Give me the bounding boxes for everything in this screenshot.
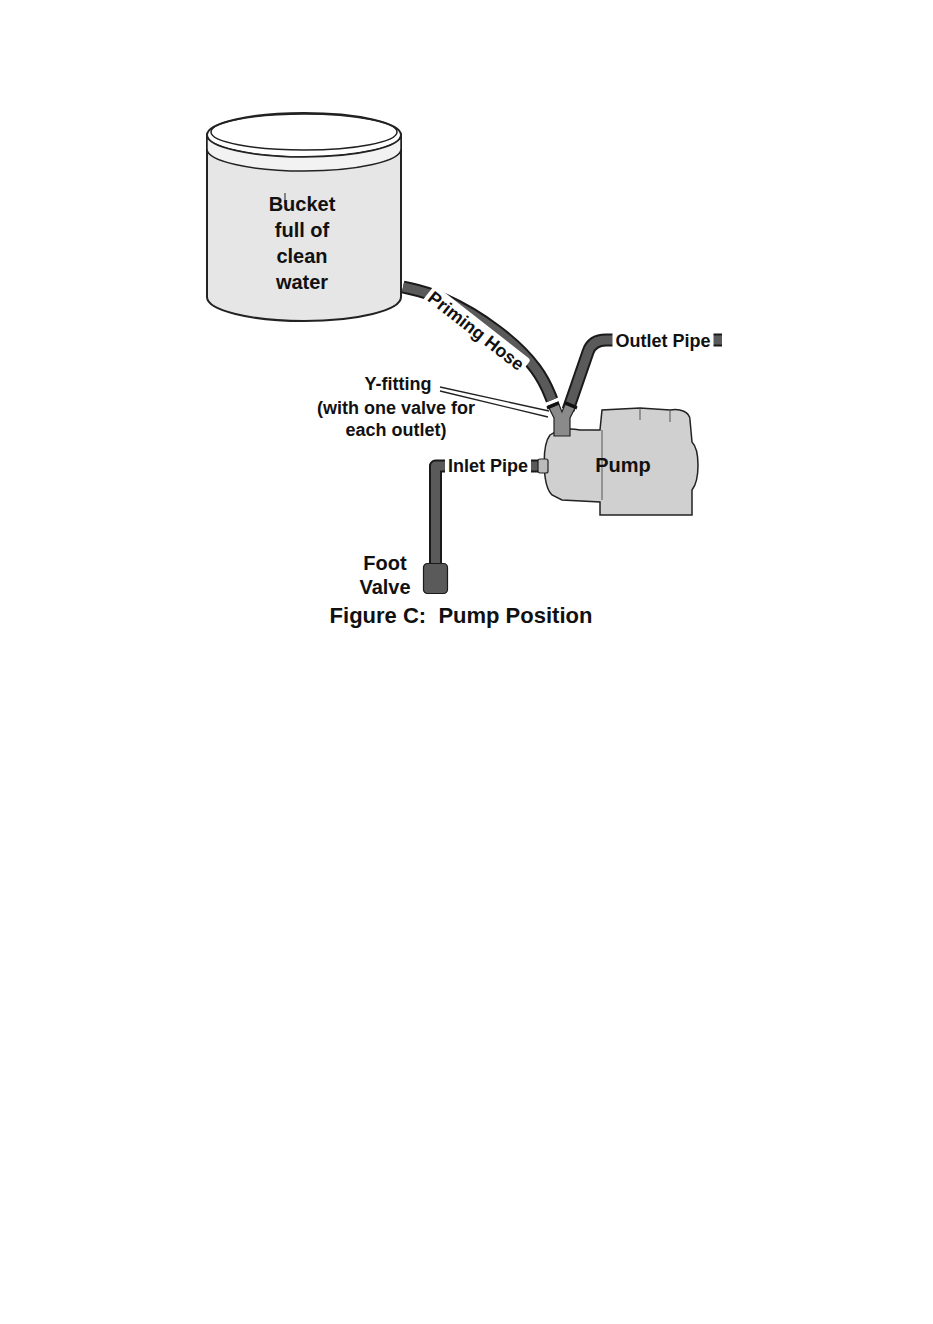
foot-valve-text: Foot Valve: [355, 551, 415, 599]
bucket-body: [207, 135, 401, 321]
bucket-text: Bucket full of clean water: [262, 191, 342, 295]
inlet-socket: [538, 459, 548, 473]
pump: Pump: [540, 400, 697, 518]
figure-caption: Figure C: Pump Position: [330, 603, 593, 629]
bucket: Bucket full of clean water: [205, 105, 403, 325]
valve-shape: [423, 563, 448, 594]
bucket-rim-inner: [211, 114, 397, 150]
pipe-label: Inlet Pipe: [445, 455, 531, 477]
pipe-outline: [436, 466, 541, 563]
y-fitting: [548, 402, 576, 436]
part-label: Y-fitting: [365, 373, 432, 395]
pump-text: Pump: [595, 453, 651, 477]
y-fitting-valve: [547, 403, 577, 408]
part-note: (with one valve for each outlet): [316, 397, 476, 441]
foot-valve-body: [424, 564, 448, 594]
pipe-connector: [436, 466, 541, 563]
pipe-label: Priming Hose: [421, 285, 531, 377]
foot-valve: Foot Valve: [423, 563, 448, 594]
bucket-band: [207, 135, 401, 171]
pipe-fill: [436, 466, 541, 563]
pipe-label: Outlet Pipe: [612, 330, 713, 352]
